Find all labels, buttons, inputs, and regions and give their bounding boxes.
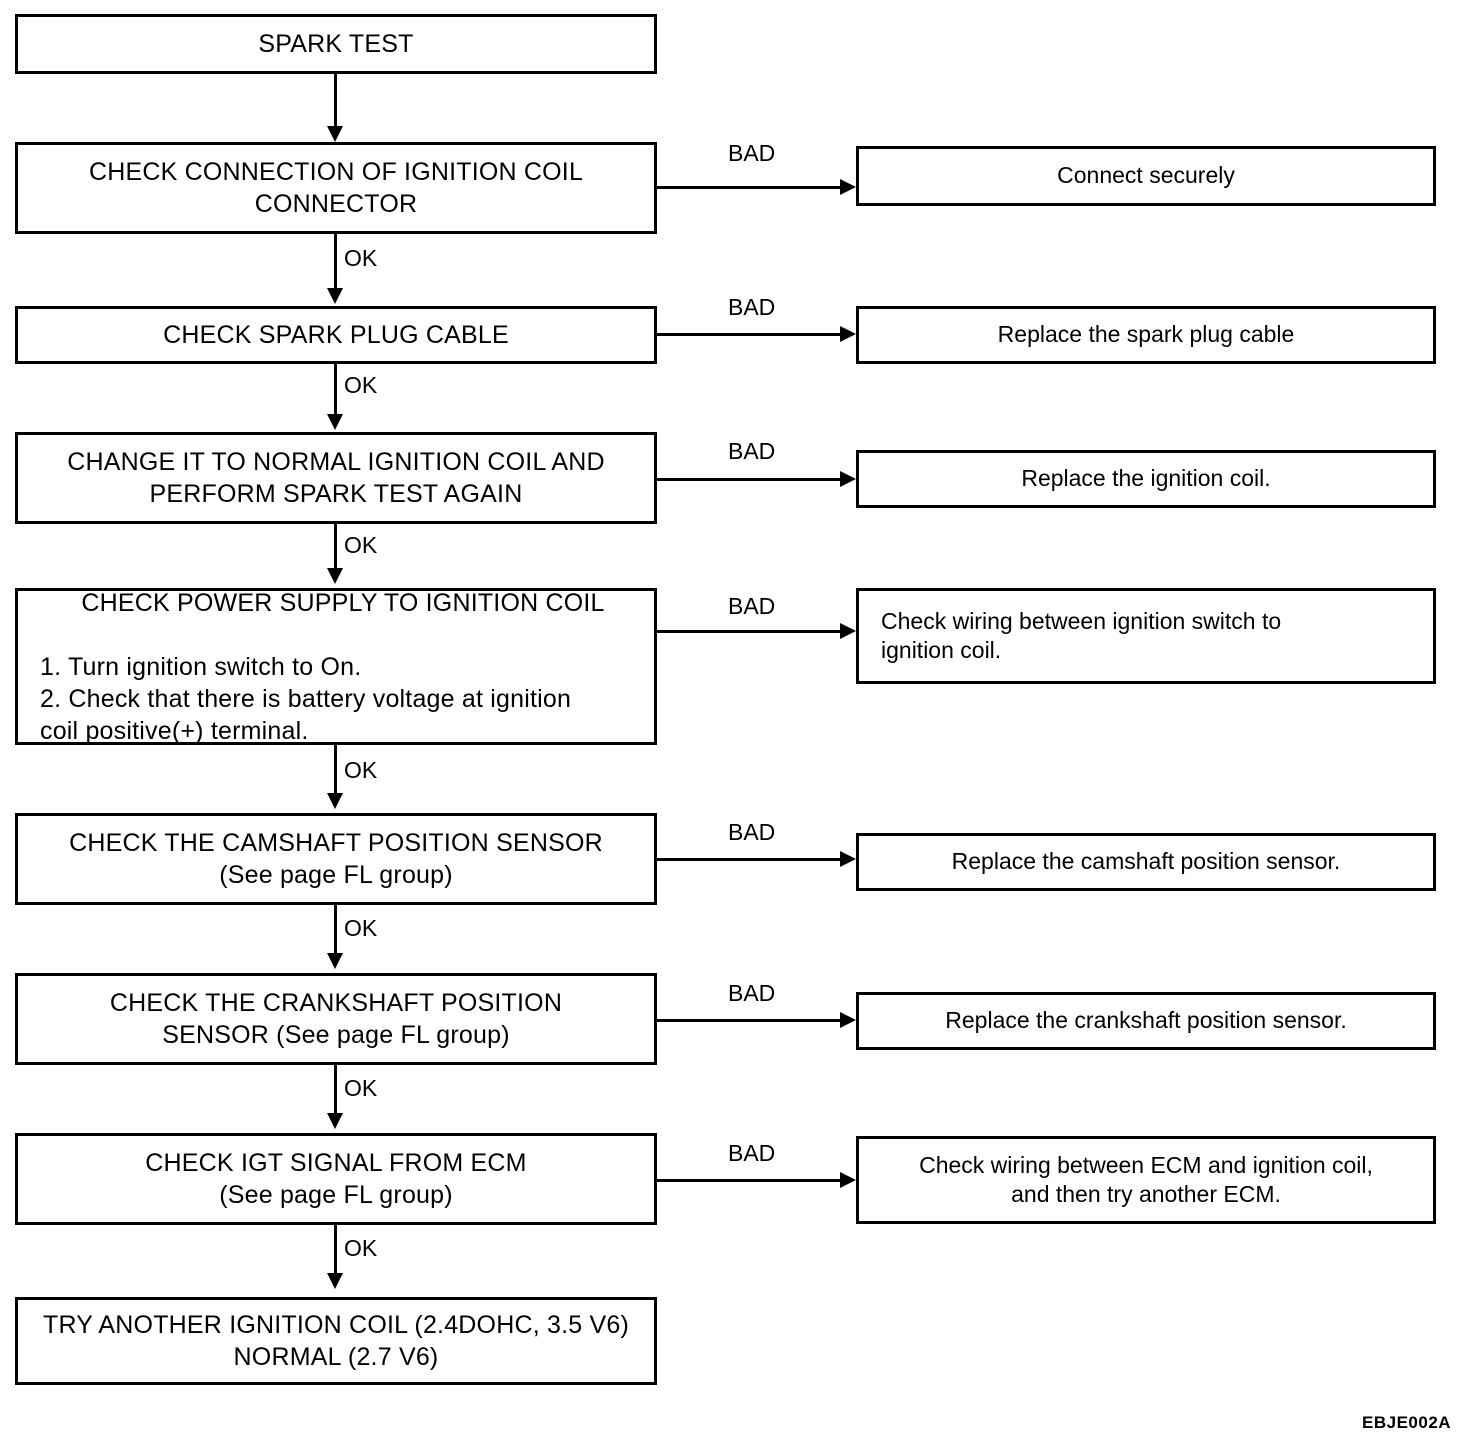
- connector-step1-ok: [334, 234, 337, 292]
- arrowhead-step5-bad: [840, 851, 856, 867]
- node-spark-test-label: SPARK TEST: [258, 30, 414, 58]
- edge-label-ok-step3: OK: [344, 532, 378, 558]
- node-connect-securely-label: Connect securely: [1057, 162, 1235, 189]
- edge-label-ok-step2: OK: [344, 372, 378, 398]
- arrowhead-start-to-step1: [327, 126, 343, 142]
- arrowhead-step3-bad: [840, 471, 856, 487]
- edge-label-bad-step4: BAD: [728, 593, 776, 619]
- connector-step3-bad: [657, 478, 842, 481]
- connector-start-to-step1: [334, 74, 337, 132]
- arrowhead-step6-ok: [327, 1113, 343, 1129]
- node-check-wiring-ecm: Check wiring between ECM and ignition co…: [856, 1136, 1436, 1224]
- arrowhead-step2-ok: [327, 414, 343, 430]
- node-replace-crankshaft-position-sensor: Replace the crankshaft position sensor.: [856, 992, 1436, 1050]
- edge-label-ok-step7: OK: [344, 1235, 378, 1261]
- node-check-wiring-ecm-label: Check wiring between ECM and ignition co…: [919, 1151, 1373, 1207]
- edge-label-ok-step6: OK: [344, 1075, 378, 1101]
- node-replace-ignition-coil: Replace the ignition coil.: [856, 450, 1436, 508]
- arrowhead-step4-ok: [327, 793, 343, 809]
- node-try-another-ignition-coil-label: TRY ANOTHER IGNITION COIL (2.4DOHC, 3.5 …: [42, 1311, 630, 1371]
- connector-step4-ok: [334, 745, 337, 797]
- connector-step5-ok: [334, 905, 337, 957]
- arrowhead-step2-bad: [840, 326, 856, 342]
- connector-step2-bad: [657, 333, 842, 336]
- edge-label-ok-step5: OK: [344, 915, 378, 941]
- node-check-camshaft-position-sensor: CHECK THE CAMSHAFT POSITION SENSOR (See …: [15, 813, 657, 905]
- node-check-power-supply-heading: CHECK POWER SUPPLY TO IGNITION COIL: [81, 588, 605, 617]
- node-check-spark-plug-cable-label: CHECK SPARK PLUG CABLE: [163, 321, 509, 349]
- node-check-crankshaft-position-sensor: CHECK THE CRANKSHAFT POSITION SENSOR (Se…: [15, 973, 657, 1065]
- connector-step5-bad: [657, 858, 842, 861]
- edge-label-bad-step6: BAD: [728, 980, 776, 1006]
- node-check-ignition-coil-connector-label: CHECK CONNECTION OF IGNITION COIL CONNEC…: [88, 158, 584, 218]
- connector-step4-bad: [657, 630, 842, 633]
- node-try-another-ignition-coil: TRY ANOTHER IGNITION COIL (2.4DOHC, 3.5 …: [15, 1297, 657, 1385]
- node-replace-crankshaft-position-sensor-label: Replace the crankshaft position sensor.: [945, 1007, 1347, 1034]
- connector-step7-bad: [657, 1179, 842, 1182]
- edge-label-ok-step1: OK: [344, 245, 378, 271]
- node-change-to-normal-ignition-coil-label: CHANGE IT TO NORMAL IGNITION COIL AND PE…: [67, 448, 605, 508]
- figure-id-label: EBJE002A: [1362, 1413, 1452, 1432]
- arrowhead-step5-ok: [327, 953, 343, 969]
- node-check-camshaft-position-sensor-label: CHECK THE CAMSHAFT POSITION SENSOR (See …: [69, 829, 603, 889]
- node-check-spark-plug-cable: CHECK SPARK PLUG CABLE: [15, 306, 657, 364]
- node-replace-spark-plug-cable: Replace the spark plug cable: [856, 306, 1436, 364]
- node-check-crankshaft-position-sensor-label: CHECK THE CRANKSHAFT POSITION SENSOR (Se…: [109, 989, 563, 1049]
- arrowhead-step7-ok: [327, 1273, 343, 1289]
- node-connect-securely: Connect securely: [856, 146, 1436, 206]
- node-replace-spark-plug-cable-label: Replace the spark plug cable: [997, 321, 1295, 348]
- node-replace-ignition-coil-label: Replace the ignition coil.: [1021, 465, 1271, 492]
- node-check-wiring-ignition-switch-label: Check wiring between ignition switch to …: [881, 607, 1282, 663]
- edge-label-bad-step1: BAD: [728, 140, 776, 166]
- arrowhead-step6-bad: [840, 1012, 856, 1028]
- node-check-igt-signal-from-ecm: CHECK IGT SIGNAL FROM ECM (See page FL g…: [15, 1133, 657, 1225]
- node-replace-camshaft-position-sensor: Replace the camshaft position sensor.: [856, 833, 1436, 891]
- connector-step6-bad: [657, 1019, 842, 1022]
- node-spark-test: SPARK TEST: [15, 14, 657, 74]
- node-change-to-normal-ignition-coil: CHANGE IT TO NORMAL IGNITION COIL AND PE…: [15, 432, 657, 524]
- arrowhead-step7-bad: [840, 1172, 856, 1188]
- node-check-power-supply-to-ignition-coil: CHECK POWER SUPPLY TO IGNITION COIL 1. T…: [15, 588, 657, 745]
- node-check-power-supply-substeps: 1. Turn ignition switch to On. 2. Check …: [40, 652, 572, 745]
- node-check-power-supply-content: CHECK POWER SUPPLY TO IGNITION COIL 1. T…: [18, 555, 654, 779]
- arrowhead-step4-bad: [840, 623, 856, 639]
- edge-label-bad-step7: BAD: [728, 1140, 776, 1166]
- node-replace-camshaft-position-sensor-label: Replace the camshaft position sensor.: [951, 848, 1341, 875]
- arrowhead-step1-bad: [840, 179, 856, 195]
- arrowhead-step1-ok: [327, 288, 343, 304]
- arrowhead-step3-ok: [327, 568, 343, 584]
- edge-label-bad-step2: BAD: [728, 294, 776, 320]
- node-check-igt-signal-from-ecm-label: CHECK IGT SIGNAL FROM ECM (See page FL g…: [145, 1149, 527, 1209]
- connector-step1-bad: [657, 186, 842, 189]
- connector-step7-ok: [334, 1225, 337, 1277]
- connector-step3-ok: [334, 524, 337, 572]
- connector-step6-ok: [334, 1065, 337, 1117]
- edge-label-bad-step5: BAD: [728, 819, 776, 845]
- node-check-wiring-ignition-switch: Check wiring between ignition switch to …: [856, 588, 1436, 684]
- node-check-ignition-coil-connector: CHECK CONNECTION OF IGNITION COIL CONNEC…: [15, 142, 657, 234]
- edge-label-ok-step4: OK: [344, 757, 378, 783]
- connector-step2-ok: [334, 364, 337, 420]
- edge-label-bad-step3: BAD: [728, 438, 776, 464]
